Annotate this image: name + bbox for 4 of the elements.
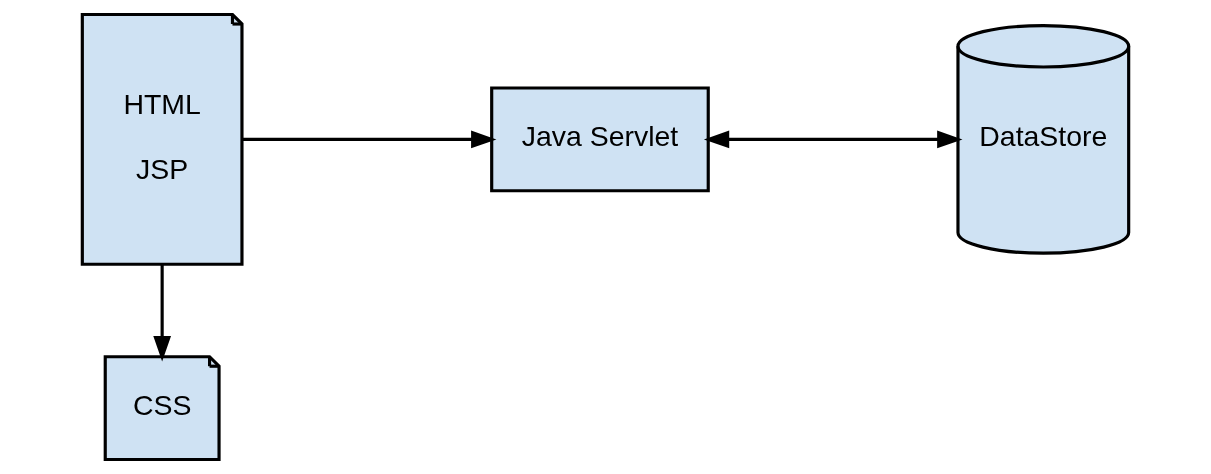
node-box: Java Servlet [490, 86, 710, 193]
arrow [153, 264, 171, 362]
arrow [703, 130, 963, 149]
arrow [242, 130, 497, 149]
